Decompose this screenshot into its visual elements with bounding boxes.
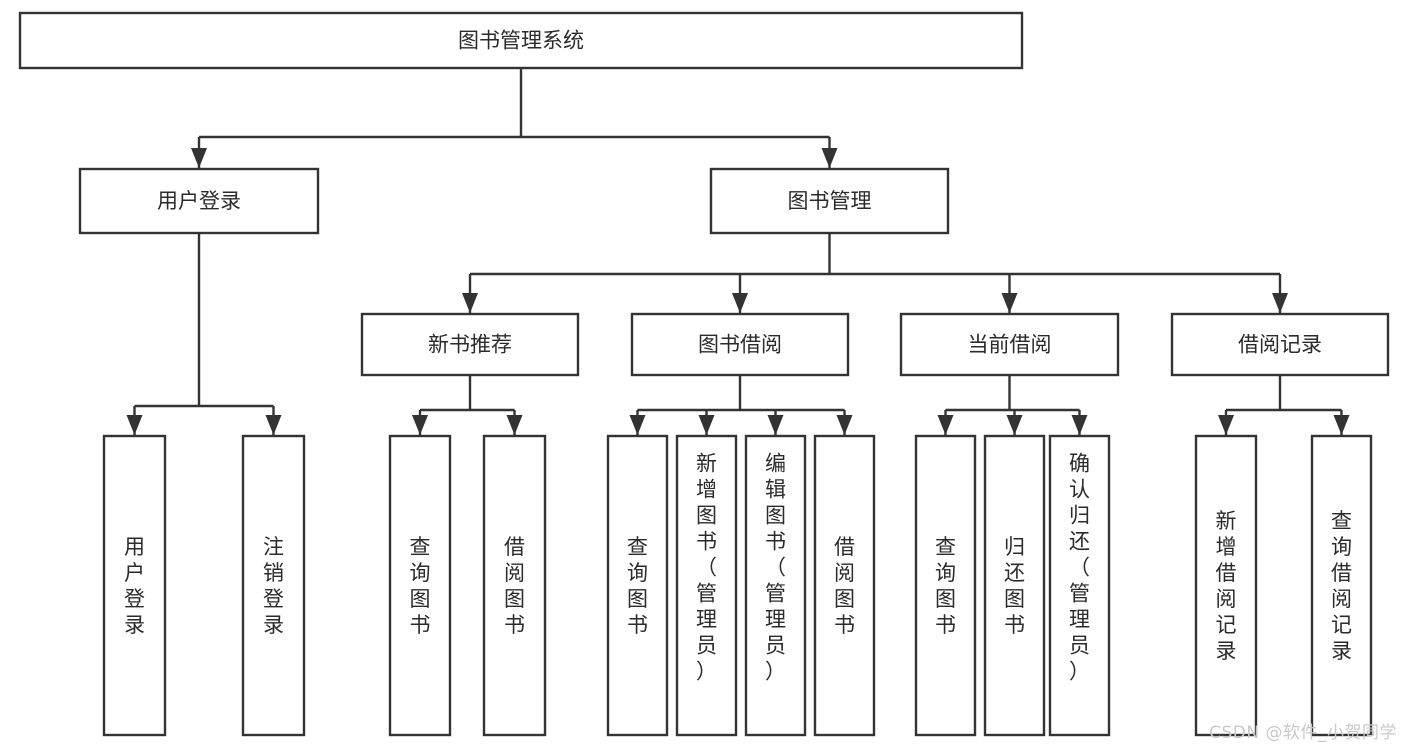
node-box — [18, 11, 1024, 70]
node-box — [606, 434, 669, 737]
node-label: 图书管理系统 — [458, 29, 584, 53]
node-box — [899, 312, 1120, 377]
node-box — [983, 434, 1046, 737]
arrow-head-icon — [629, 415, 646, 435]
node-layer: 图书管理系统用户登录图书管理新书推荐图书借阅当前借阅借阅记录用户登录注销登录查询… — [18, 11, 1390, 737]
node-当前借阅-l2-2[interactable]: 当前借阅 — [899, 312, 1120, 377]
node-查询图书-leaf-4[interactable]: 查询图书 — [606, 434, 669, 737]
node-label: 新增图书（管理员） — [696, 451, 717, 683]
arrow-head-icon — [1272, 293, 1288, 313]
node-label: 借阅图书 — [834, 535, 855, 637]
arrow-head-icon — [126, 415, 143, 435]
arrow-head-icon — [1071, 415, 1088, 435]
node-label: 图书借阅 — [698, 333, 782, 357]
node-box — [1048, 434, 1111, 737]
node-box — [1170, 312, 1390, 377]
arrow-head-icon — [1001, 293, 1018, 313]
node-label: 编辑图书（管理员） — [765, 451, 786, 683]
node-box — [1310, 434, 1373, 737]
node-label: 确认归还（管理员） — [1069, 451, 1090, 683]
node-确认归还管理员-leaf-10[interactable]: 确认归还（管理员） — [1048, 434, 1111, 737]
node-box — [78, 167, 320, 235]
node-label: 借阅图书 — [504, 535, 525, 637]
arrow-head-icon — [698, 415, 715, 435]
arrow-head-icon — [937, 415, 954, 435]
node-box — [709, 167, 950, 235]
node-label: 查询图书 — [935, 535, 956, 637]
node-新增借阅记录-leaf-11[interactable]: 新增借阅记录 — [1194, 434, 1258, 737]
arrow-head-icon — [821, 148, 838, 168]
node-box — [675, 434, 738, 737]
node-编辑图书管理员-leaf-6[interactable]: 编辑图书（管理员） — [744, 434, 807, 737]
node-图书借阅-l2-1[interactable]: 图书借阅 — [630, 312, 850, 377]
node-用户登录-l1-0[interactable]: 用户登录 — [78, 167, 320, 235]
connector-layer — [126, 68, 1350, 435]
arrow-head-icon — [506, 415, 523, 435]
node-图书管理系统-root-0[interactable]: 图书管理系统 — [18, 11, 1024, 70]
node-box — [482, 434, 547, 737]
arrow-head-icon — [191, 148, 207, 168]
node-label: 当前借阅 — [968, 333, 1052, 357]
arrow-head-icon — [836, 415, 853, 435]
node-label: 用户登录 — [124, 535, 145, 637]
arrow-head-icon — [265, 415, 282, 435]
node-label: 图书管理 — [788, 189, 872, 213]
node-用户登录-leaf-0[interactable]: 用户登录 — [102, 434, 167, 737]
node-label: 查询图书 — [627, 535, 648, 637]
arrow-head-icon — [1006, 415, 1023, 435]
node-借阅图书-leaf-3[interactable]: 借阅图书 — [482, 434, 547, 737]
node-box — [1194, 434, 1258, 737]
node-label: 查询图书 — [410, 535, 431, 637]
arrow-head-icon — [1333, 415, 1350, 435]
node-label: 借阅记录 — [1238, 333, 1322, 357]
arrow-head-icon — [462, 293, 478, 313]
node-新增图书管理员-leaf-5[interactable]: 新增图书（管理员） — [675, 434, 738, 737]
arrow-head-icon — [412, 415, 428, 435]
node-box — [914, 434, 977, 737]
node-box — [241, 434, 306, 737]
node-box — [102, 434, 167, 737]
node-label: 查询借阅记录 — [1331, 509, 1352, 663]
node-新书推荐-l2-0[interactable]: 新书推荐 — [360, 312, 580, 377]
node-图书管理-l1-1[interactable]: 图书管理 — [709, 167, 950, 235]
node-box — [744, 434, 807, 737]
arrow-head-icon — [1218, 415, 1234, 435]
arrow-head-icon — [732, 293, 748, 313]
node-label: 注销登录 — [263, 535, 284, 637]
node-借阅记录-l2-3[interactable]: 借阅记录 — [1170, 312, 1390, 377]
node-label: 归还图书 — [1004, 535, 1025, 637]
node-label: 新增借阅记录 — [1216, 509, 1237, 663]
node-查询图书-leaf-8[interactable]: 查询图书 — [914, 434, 977, 737]
node-label: 新书推荐 — [428, 333, 512, 357]
node-借阅图书-leaf-7[interactable]: 借阅图书 — [813, 434, 876, 737]
node-box — [630, 312, 850, 377]
node-归还图书-leaf-9[interactable]: 归还图书 — [983, 434, 1046, 737]
node-注销登录-leaf-1[interactable]: 注销登录 — [241, 434, 306, 737]
node-查询借阅记录-leaf-12[interactable]: 查询借阅记录 — [1310, 434, 1373, 737]
node-box — [813, 434, 876, 737]
arrow-head-icon — [767, 415, 784, 435]
node-label: 用户登录 — [157, 189, 241, 213]
node-查询图书-leaf-2[interactable]: 查询图书 — [388, 434, 452, 737]
node-box — [360, 312, 580, 377]
node-box — [388, 434, 452, 737]
